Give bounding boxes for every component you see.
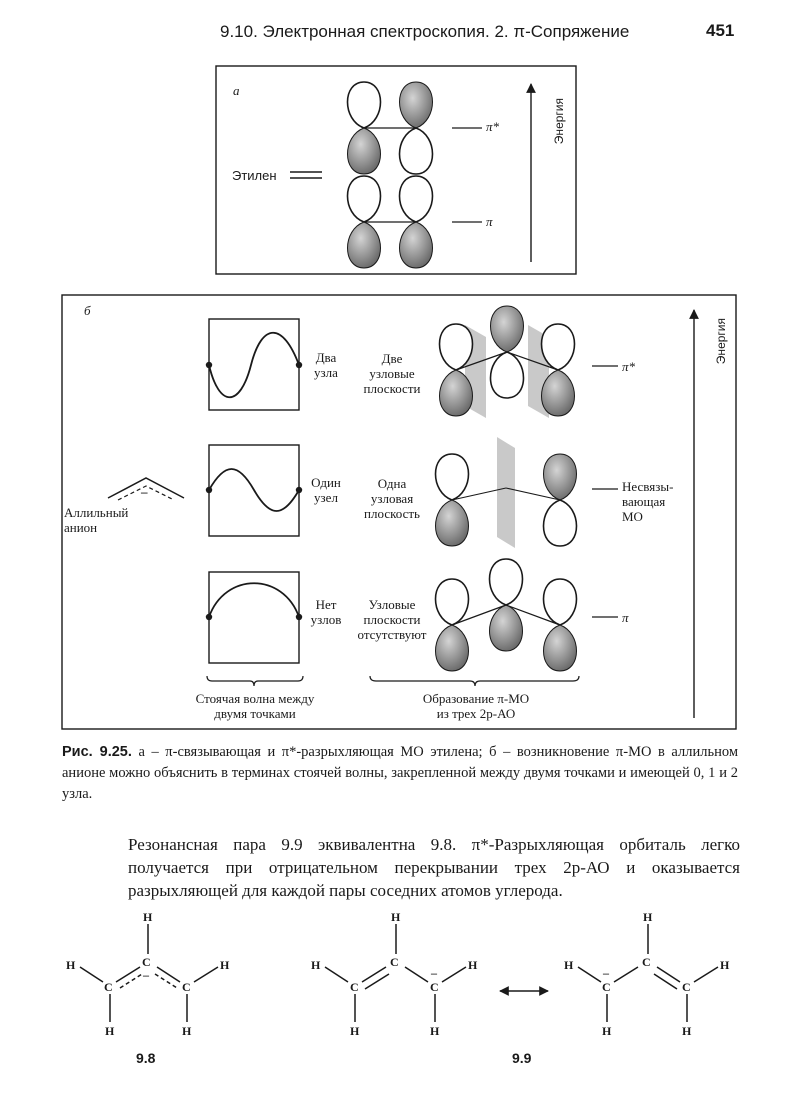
charge-sign: – <box>431 966 437 980</box>
caption-label: Рис. 9.25. <box>62 744 132 760</box>
atom-c: C <box>642 955 651 969</box>
atom-h: H <box>220 958 230 972</box>
node-count-row-2: Один узел <box>311 475 341 505</box>
atom-h: H <box>602 1024 612 1038</box>
atom-c: C <box>390 955 399 969</box>
atom-c: C <box>602 980 611 994</box>
level-label-pi-star: π* <box>486 119 500 134</box>
page-number: 451 <box>706 21 735 40</box>
atom-h: H <box>720 958 730 972</box>
atom-h: H <box>643 910 653 924</box>
nodal-plane <box>497 437 515 548</box>
charge-sign: – <box>143 968 149 982</box>
atom-h: H <box>143 910 153 924</box>
running-header-title: 9.10. Электронная спектроскопия. 2. π-Со… <box>220 22 630 41</box>
caption-text: а – π-связывающая и π*-разрыхляющая МО э… <box>62 744 738 802</box>
atom-c: C <box>682 980 691 994</box>
panel-a-letter: а <box>233 83 240 98</box>
energy-label-b: Энергия <box>714 318 728 365</box>
bracket-label-standing-wave: Стоячая волна между двумя точками <box>195 691 315 721</box>
node-count-row-3: Нет узлов <box>310 597 342 627</box>
level-label-row-3: π <box>622 610 629 625</box>
atom-h: H <box>105 1024 115 1038</box>
level-label-row-2: Несвязы- вающая МО <box>622 479 674 524</box>
atom-h: H <box>350 1024 360 1038</box>
panel-a-frame <box>215 65 577 275</box>
structure-9-9-form-1 <box>324 924 467 1022</box>
anion-charge: – <box>141 484 148 499</box>
panel-b-frame <box>61 294 737 730</box>
nodal-planes-row-2: Одна узловая плоскость <box>364 476 420 521</box>
bracket-mo-formation <box>369 675 580 687</box>
atom-c: C <box>350 980 359 994</box>
atom-h: H <box>682 1024 692 1038</box>
allyl-anion-label: Аллильный анион <box>64 505 129 535</box>
structure-label-9-8: 9.8 <box>136 1050 156 1066</box>
ethylene-pi-star-orbital <box>346 81 434 175</box>
orbital-lobe-shaded <box>347 221 381 269</box>
orbital-lobe-shaded <box>399 81 433 129</box>
node-count-row-1: Два узла <box>314 350 338 380</box>
level-label-row-1: π* <box>622 359 636 374</box>
orbital-lobe-shaded <box>399 221 433 269</box>
nodal-planes-row-1: Две узловые плоскости <box>363 351 421 396</box>
bracket-standing-wave <box>206 675 304 687</box>
atom-c: C <box>182 980 191 994</box>
allyl-pi-star-orbital <box>438 305 576 417</box>
atom-h: H <box>391 910 401 924</box>
orbital-lobe-open <box>346 175 382 223</box>
atom-h: H <box>311 958 321 972</box>
orbital-lobe-open <box>398 127 434 175</box>
atom-h: H <box>66 958 76 972</box>
level-label-pi: π <box>486 214 493 229</box>
figure-caption: Рис. 9.25. а – π-связывающая и π*-разрых… <box>62 742 738 805</box>
atom-h: H <box>564 958 574 972</box>
wave-box-two-nodes <box>208 318 300 411</box>
structure-9-9-form-2 <box>577 924 719 1022</box>
allyl-nonbonding-orbital <box>434 453 578 547</box>
body-paragraph: Резонансная пара 9.9 эквивалентна 9.8. π… <box>128 835 740 900</box>
atom-c: C <box>430 980 439 994</box>
atom-c: C <box>142 955 151 969</box>
charge-sign: – <box>603 966 609 980</box>
ethylene-pi-orbital <box>346 175 434 269</box>
orbital-lobe-shaded <box>347 127 381 175</box>
structure-label-9-9: 9.9 <box>512 1050 532 1066</box>
atom-h: H <box>182 1024 192 1038</box>
atom-h: H <box>468 958 478 972</box>
orbital-lobe-open <box>346 81 382 129</box>
orbital-lobe-open <box>398 175 434 223</box>
wave-box-no-nodes <box>208 571 300 664</box>
atom-c: C <box>104 980 113 994</box>
structure-9-8 <box>79 924 219 1022</box>
atom-h: H <box>430 1024 440 1038</box>
bracket-label-mo-formation: Образование π-МО из трех 2p-АО <box>422 691 530 721</box>
energy-label-a: Энергия <box>552 98 566 145</box>
panel-b-letter: б <box>84 303 91 318</box>
panel-a-molecule-label: Этилен <box>232 168 277 183</box>
allyl-pi-orbital <box>434 558 578 672</box>
nodal-planes-row-3: Узловые плоскости отсутствуют <box>357 597 427 642</box>
